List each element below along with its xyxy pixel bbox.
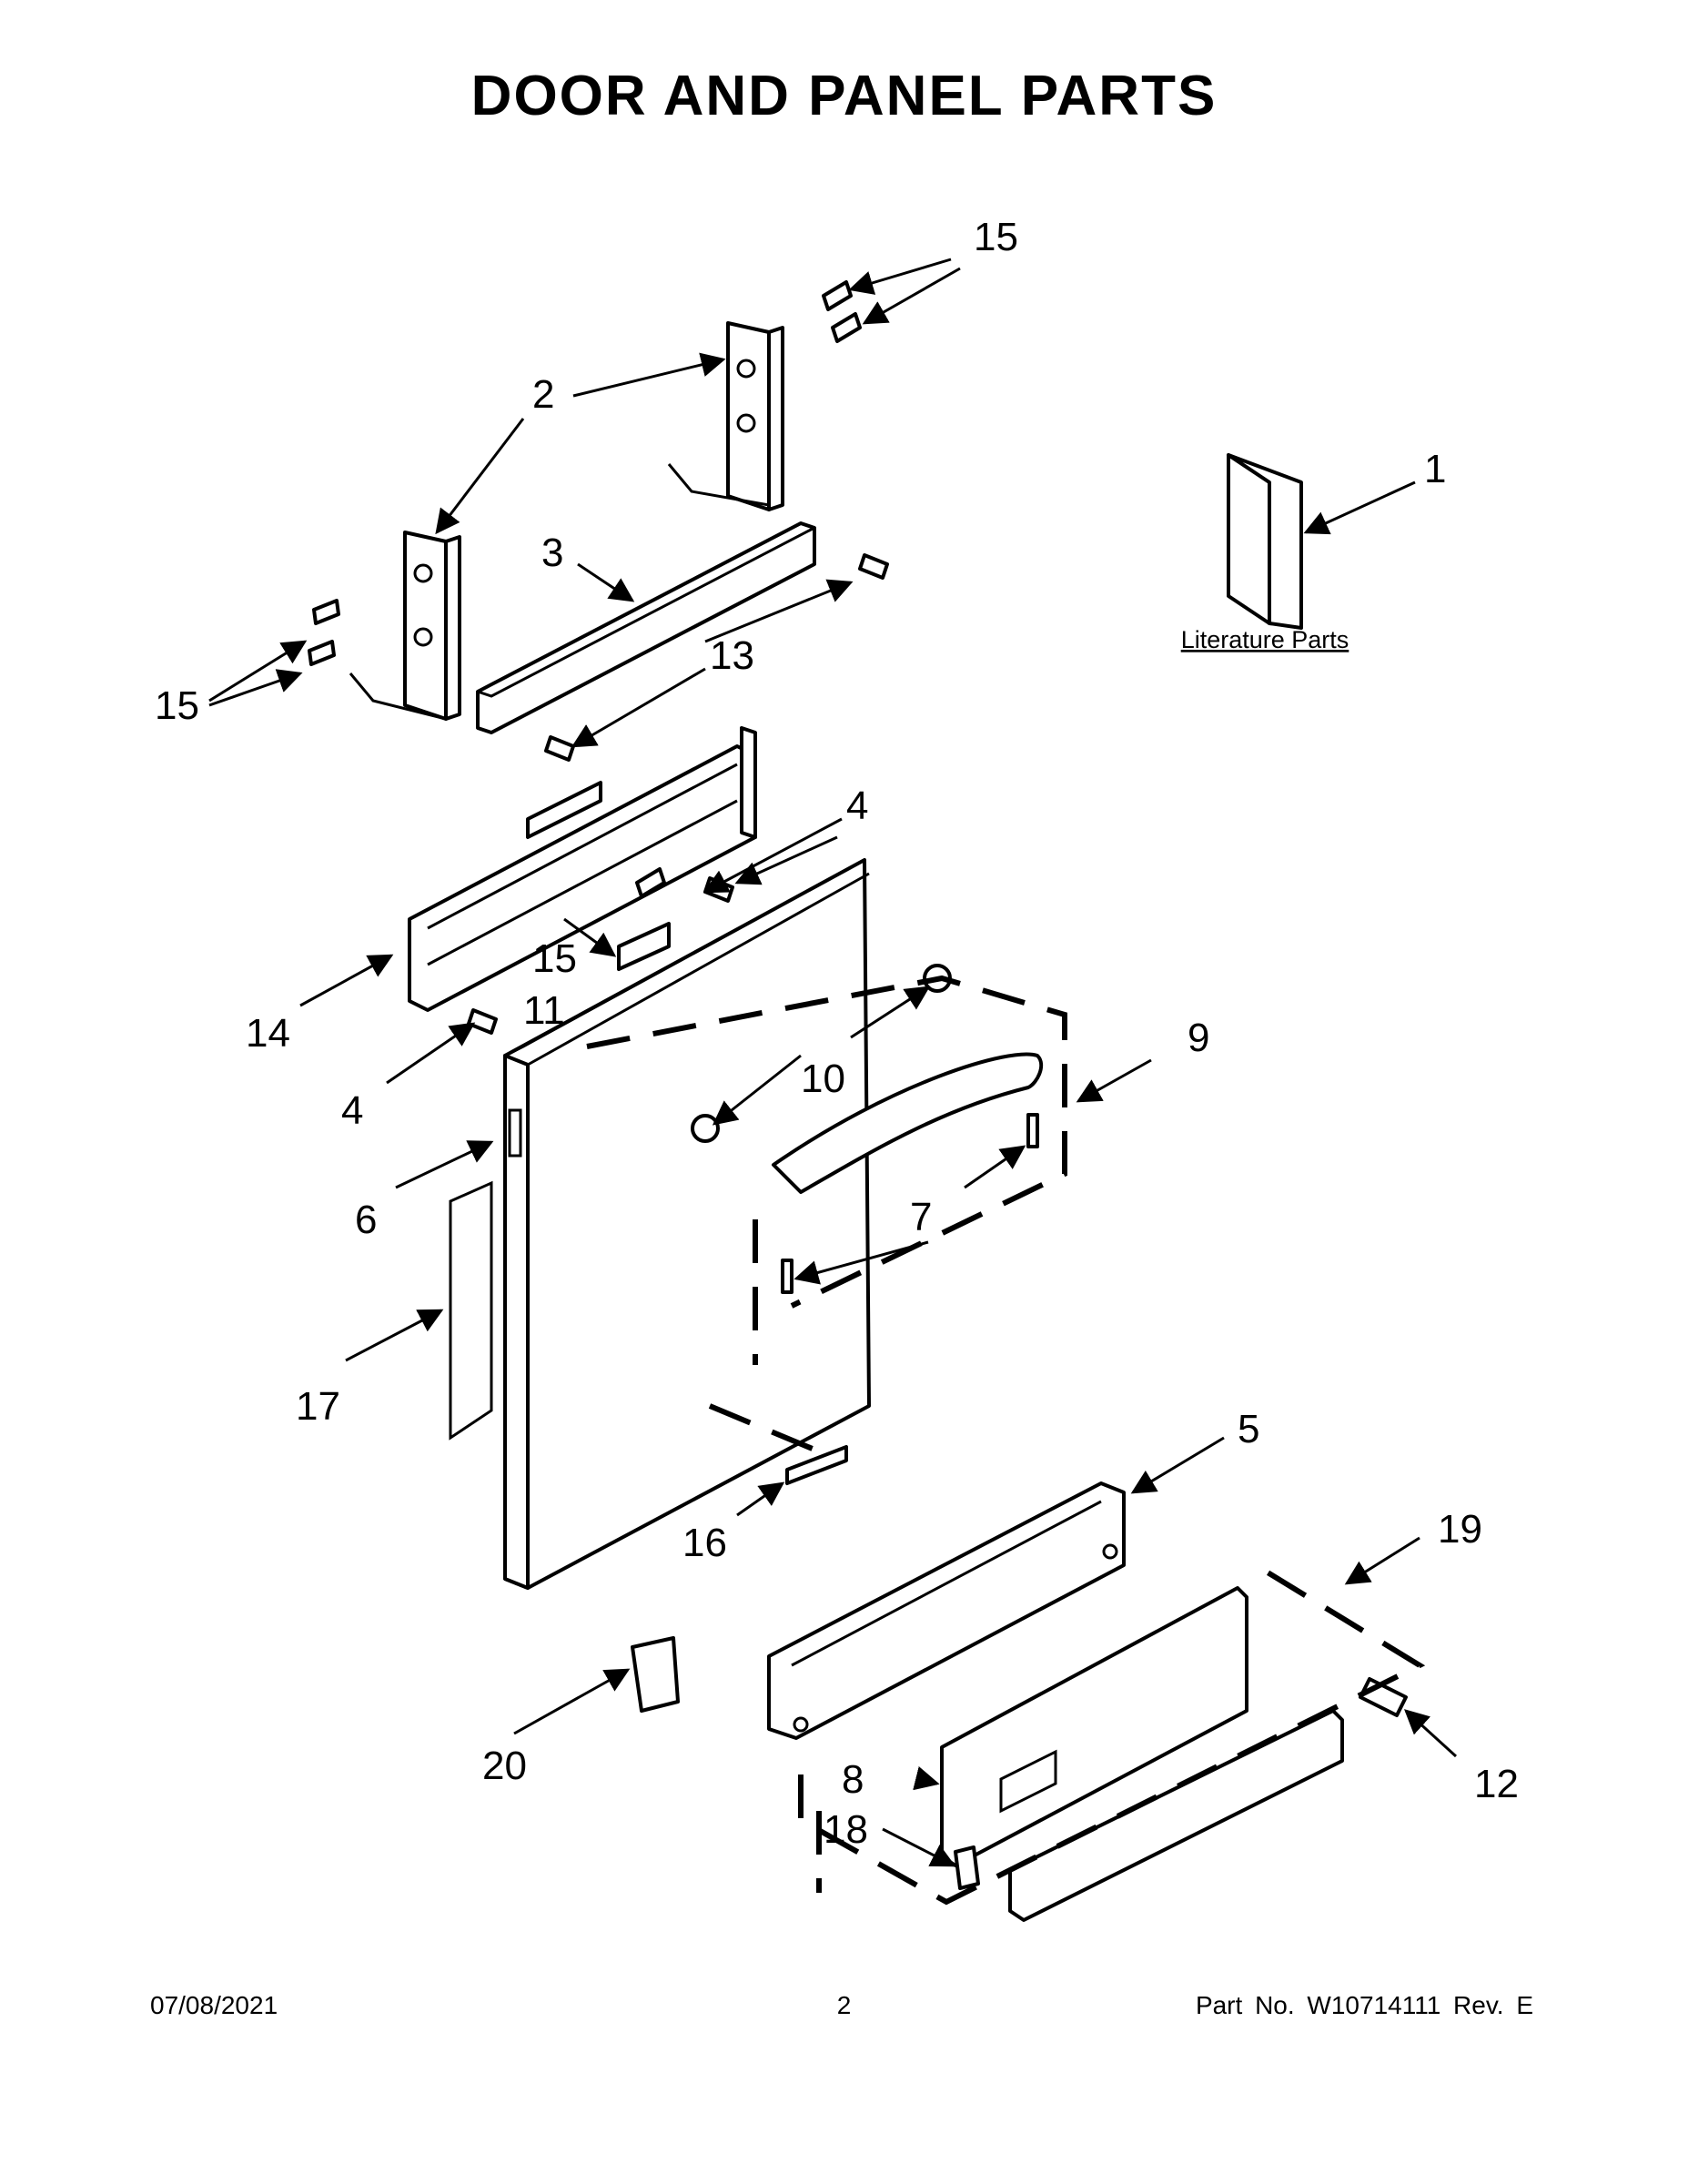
callout-9: 9 xyxy=(1188,1016,1209,1060)
callout-11: 11 xyxy=(523,988,565,1033)
callout-15-top: 15 xyxy=(974,215,1018,259)
door-panel xyxy=(503,858,871,1590)
callout-15-mid: 15 xyxy=(532,936,577,981)
page-title: DOOR AND PANEL PARTS xyxy=(470,65,1218,127)
screws xyxy=(308,280,889,1035)
callout-8: 8 xyxy=(842,1757,864,1802)
callout-2: 2 xyxy=(532,372,554,417)
callout-4-top: 4 xyxy=(846,784,868,828)
callout-1: 1 xyxy=(1424,447,1446,491)
literature-booklet xyxy=(1227,453,1303,630)
callout-17: 17 xyxy=(296,1384,340,1429)
callout-18: 18 xyxy=(824,1807,868,1852)
footer-date: 07/08/2021 xyxy=(150,1991,278,2019)
hinge-bracket-right xyxy=(667,321,784,511)
callout-labels: 15 2 1 3 13 15 4 15 11 14 9 4 10 6 7 17 … xyxy=(155,215,1519,1852)
top-rail xyxy=(476,521,816,734)
handle-screw-2 xyxy=(781,1259,793,1294)
callout-5: 5 xyxy=(1238,1407,1259,1451)
footer-part-number: Part No. W10714111 Rev. E xyxy=(1195,1991,1533,2019)
callout-15-left: 15 xyxy=(155,683,199,728)
callout-3: 3 xyxy=(541,531,563,575)
callout-12: 12 xyxy=(1474,1762,1519,1806)
callout-6: 6 xyxy=(355,1198,377,1242)
callout-16: 16 xyxy=(682,1521,727,1565)
callout-20: 20 xyxy=(482,1744,527,1788)
phantom-lines xyxy=(586,975,1426,1906)
callout-10: 10 xyxy=(801,1057,845,1101)
callout-14: 14 xyxy=(246,1011,290,1056)
logo-badge xyxy=(785,1445,848,1485)
footer-page-number: 2 xyxy=(836,1991,852,2019)
door-handle xyxy=(772,1052,1044,1194)
callout-4-left: 4 xyxy=(341,1088,363,1133)
badge-slot xyxy=(617,922,671,971)
handle-mount-2 xyxy=(691,1114,720,1143)
lower-panel-bracket xyxy=(767,1481,1126,1740)
clip-20 xyxy=(631,1636,680,1713)
handle-screw-1 xyxy=(1026,1113,1039,1148)
clip-18 xyxy=(954,1845,980,1890)
hinge-bracket-left xyxy=(349,531,461,721)
callout-13: 13 xyxy=(710,633,754,678)
literature-parts-label: Literature Parts xyxy=(1181,626,1349,653)
leader-lines xyxy=(208,258,1458,1867)
door-gasket xyxy=(449,1180,493,1441)
callout-19: 19 xyxy=(1438,1507,1482,1552)
control-console xyxy=(408,726,757,1012)
callout-7: 7 xyxy=(910,1195,932,1239)
